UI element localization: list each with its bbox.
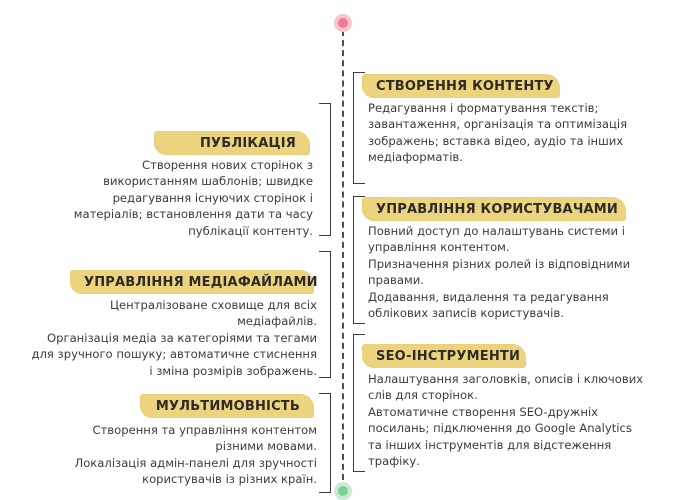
desc-line: Редагування і форматування текстів; (368, 101, 599, 115)
timeline-end-dot (334, 482, 352, 500)
desc-line: різними мовами. (215, 439, 317, 454)
heading-users: УПРАВЛІННЯ КОРИСТУВАЧАМИ (362, 197, 626, 221)
heading-seo: SEO-ІНСТРУМЕНТИ (362, 344, 526, 368)
desc-line: для зручного пошуку; автоматичне стиснен… (31, 347, 317, 362)
timeline-start-dot (334, 14, 352, 32)
desc-line: Додавання, видалення та редагування (368, 289, 609, 304)
heading-content: СТВОРЕННЯ КОНТЕНТУ (362, 74, 560, 98)
desc-line: використанням шаблонів; швидке (103, 174, 313, 189)
desc-line: завантаження, організація та оптимізація (368, 117, 628, 132)
heading-multilang: МУЛЬТИМОВНІСТЬ (140, 394, 314, 418)
desc-media: Централізоване сховище для всіх медіафай… (31, 297, 317, 379)
bracket-content (353, 72, 365, 184)
desc-users: Повний доступ до налаштувань системи і у… (368, 223, 630, 321)
bracket-media (319, 251, 331, 378)
desc-publication: Створення нових сторінок з використанням… (74, 157, 313, 239)
desc-line: Централізоване сховище для всіх (110, 298, 317, 312)
desc-line: медіафайлів. (237, 314, 317, 329)
desc-line: користувачів із різних країн. (142, 472, 317, 487)
desc-line: медіаформатів. (368, 150, 463, 165)
desc-seo: Налаштування заголовків, описів і ключов… (368, 371, 643, 469)
bracket-seo (353, 334, 365, 472)
desc-line: Створення та управління контентом (92, 423, 317, 437)
heading-media: УПРАВЛІННЯ МЕДІАФАЙЛАМИ (70, 270, 318, 294)
desc-line: Автоматичне створення SEO-дружніх (368, 404, 599, 419)
desc-line: управління контентом. (368, 240, 510, 255)
desc-line: матеріалів; встановлення дати та часу (73, 207, 313, 222)
timeline-axis (342, 30, 344, 480)
desc-line: слів для сторінок. (368, 388, 478, 403)
desc-line: Локалізація адмін-панелі для зручності (74, 455, 317, 470)
desc-line: Налаштування заголовків, описів і ключов… (368, 372, 644, 386)
desc-line: редагування існуючих сторінок і (112, 190, 313, 205)
desc-line: Повний доступ до налаштувань системи і (368, 224, 625, 238)
desc-line: публікації контенту. (188, 223, 313, 238)
desc-line: Призначення різних ролей із відповідними (368, 256, 631, 271)
desc-line: і зміна розмірів зображень. (149, 363, 317, 378)
desc-line: трафіку. (368, 454, 420, 469)
desc-line: Організація медіа за категоріями та тега… (47, 330, 317, 345)
bracket-publication (319, 103, 331, 236)
desc-multilang: Створення та управління контентом різним… (74, 422, 317, 488)
desc-line: облікових записів користувачів. (368, 306, 564, 321)
bracket-multilang (319, 393, 331, 493)
desc-line: Створення нових сторінок з (141, 158, 313, 172)
desc-content: Редагування і форматування текстів; зава… (368, 100, 627, 166)
desc-line: зображень; вставка відео, аудіо та інших (368, 133, 624, 148)
heading-publication: ПУБЛІКАЦІЯ (154, 131, 310, 155)
desc-line: посилань; підключення до Google Analytic… (368, 421, 632, 436)
bracket-users (353, 196, 365, 324)
desc-line: правами. (368, 273, 424, 288)
desc-line: та інших інструментів для відстеження (368, 437, 612, 452)
